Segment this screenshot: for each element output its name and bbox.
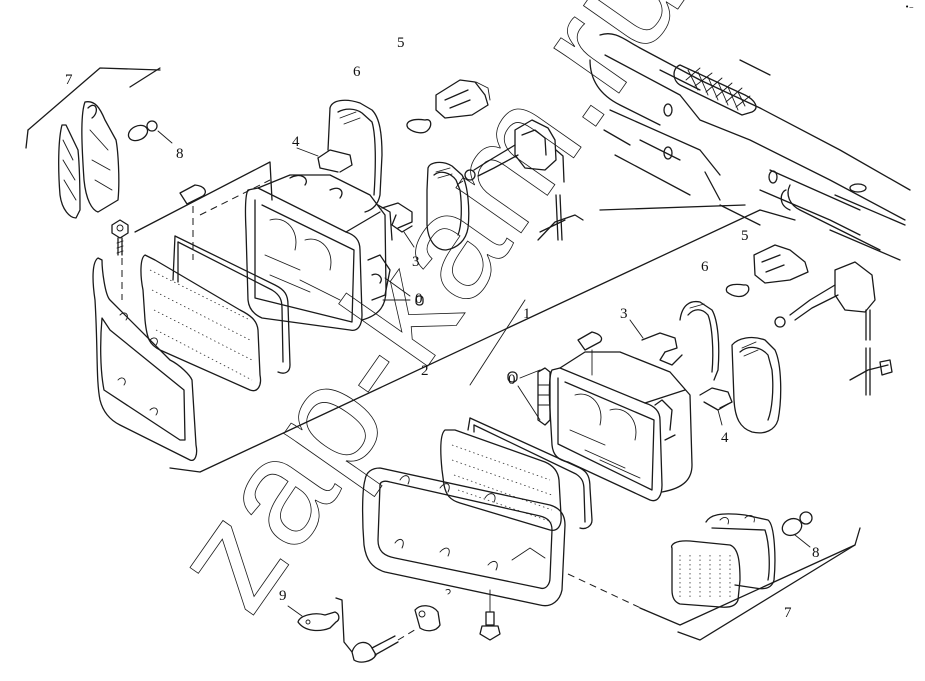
callout-5-left: 5: [397, 35, 405, 51]
bulb-3-left: [381, 202, 415, 248]
callout-7-left: 7: [65, 72, 73, 88]
mounting-clip-right: [577, 331, 603, 376]
callout-7-right: 7: [784, 605, 792, 621]
bolt-right: [479, 589, 501, 641]
headlamp-unit-left: [244, 174, 393, 331]
headlamp-cover-lower-left: [426, 161, 470, 251]
headlamp-cover-lower-right: [731, 336, 782, 434]
callout-6-right: 6: [701, 259, 709, 275]
callout-4-left: 4: [292, 134, 300, 150]
headlamp-lens-right: [440, 429, 562, 531]
left-bracket-line: [134, 161, 273, 233]
headlamp-gasket-right: [467, 417, 593, 530]
bulb-4-left: [296, 147, 353, 173]
right-assembly-bracket-top: [599, 204, 746, 211]
side-marker-lamp-left: [58, 101, 120, 219]
socket-connector-5-left: [435, 79, 491, 119]
headlamp-cover-upper-right: [679, 300, 720, 381]
watermark: zap-kam.ru: [138, 0, 718, 639]
fog-lamp-connector-9: [287, 589, 451, 663]
callout-2: 2: [421, 363, 429, 379]
retainer-clip-6-right: [725, 283, 750, 298]
callout-8-right: 8: [812, 545, 820, 561]
leveling-motor-right: [774, 261, 893, 396]
corner-mark: •‒: [905, 3, 914, 11]
bulb-4-right: [699, 387, 733, 426]
left-dashed-guide: [199, 179, 271, 216]
socket-connector-5-right: [753, 244, 809, 284]
bolt-left: [111, 219, 129, 300]
callout-1: 1: [523, 306, 531, 322]
callout-8-left: 8: [176, 146, 184, 162]
callout-5-right: 5: [741, 228, 749, 244]
callout-3-right: 3: [620, 306, 628, 322]
retainer-clip-6-left: [406, 118, 432, 134]
vehicle-front-body: [589, 33, 911, 261]
right-assembly-bracket-bottom2: [677, 544, 856, 641]
mounting-clip-left: [179, 184, 206, 260]
leveling-motor-left: [454, 119, 584, 241]
right-assembly-bracket-bottom: [639, 527, 861, 626]
watermark-text: zap-kam.ru: [139, 0, 718, 638]
callout-9: 9: [279, 588, 287, 604]
side-marker-lamp-right: [670, 513, 776, 608]
left-assembly-bracket: [25, 67, 161, 149]
grommet-left: [382, 277, 424, 306]
callout-3-left: 3: [412, 254, 420, 270]
bulb-8-left: [127, 120, 173, 144]
callout-6-left: 6: [353, 64, 361, 80]
headlamp-gasket-left: [172, 235, 291, 374]
headlamp-lens-left: [140, 254, 262, 392]
headlamp-bezel-left: [92, 257, 198, 461]
callout-0-right: 0: [508, 372, 516, 388]
callouts: 7 8 4 5 6 3 0 1 2 5 6 3 4 0 8 7 9: [65, 35, 820, 621]
bulb-3-right: [629, 319, 683, 366]
headlamp-cover-upper-left: [327, 99, 383, 213]
right-dashed-guide: [567, 573, 646, 611]
bulb-8-right: [781, 511, 813, 548]
assembly-bracket-lines: [169, 209, 796, 473]
callout-4-right: 4: [721, 430, 729, 446]
headlamp-bezel-right: [361, 467, 566, 607]
callout-0-left: 0: [415, 291, 423, 307]
headlamp-unit-right: [548, 351, 693, 502]
